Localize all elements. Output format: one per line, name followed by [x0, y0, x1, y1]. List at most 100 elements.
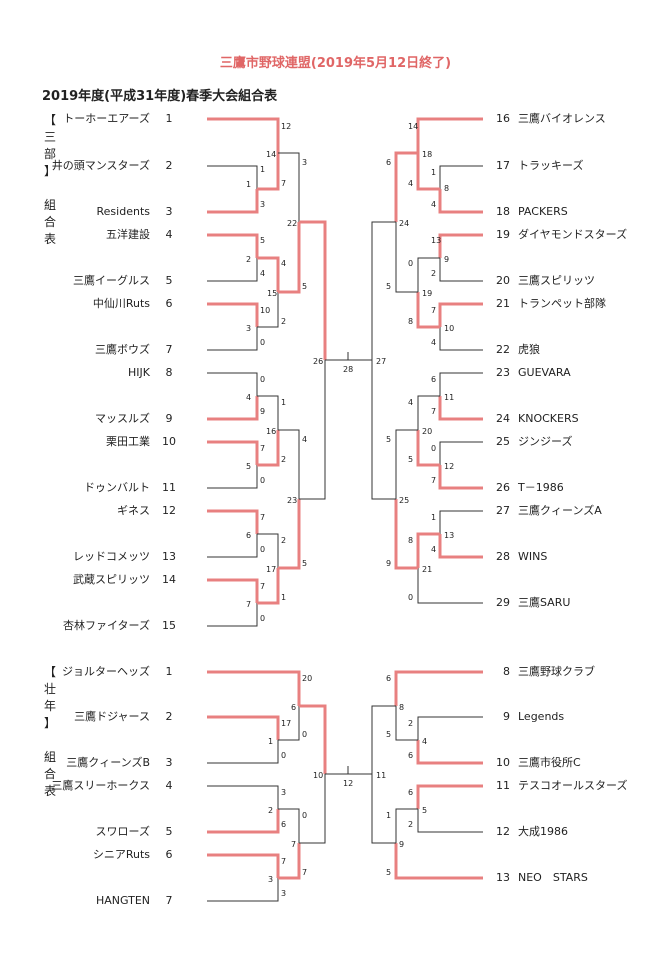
- team-name: 大成1986: [518, 825, 568, 838]
- team-name: ジョルターヘッズ: [62, 665, 150, 678]
- svg-text:7: 7: [260, 513, 265, 522]
- team-entry: 19 ダイヤモンドスターズ: [488, 228, 627, 242]
- team-name: スワローズ: [95, 825, 150, 838]
- team-name: 井の頭マンスターズ: [51, 159, 150, 172]
- svg-text:4: 4: [422, 737, 427, 746]
- team-name: ダイヤモンドスターズ: [518, 228, 628, 241]
- team-name: HANGTEN: [95, 894, 150, 907]
- svg-text:26: 26: [313, 357, 323, 366]
- team-name: 三鷹SARU: [518, 596, 571, 609]
- svg-text:12: 12: [444, 462, 454, 471]
- svg-text:5: 5: [302, 282, 307, 291]
- svg-text:4: 4: [260, 269, 265, 278]
- svg-text:9: 9: [260, 407, 265, 416]
- svg-text:3: 3: [260, 200, 265, 209]
- svg-text:7: 7: [302, 868, 307, 877]
- team-name: 五洋建設: [106, 228, 150, 241]
- svg-text:7: 7: [431, 407, 436, 416]
- team-number: 20: [496, 274, 510, 287]
- svg-text:1: 1: [281, 593, 286, 602]
- svg-text:13: 13: [431, 236, 441, 245]
- svg-text:17: 17: [281, 719, 291, 728]
- team-name: 三鷹イーグルス: [73, 274, 150, 287]
- team-name: KNOCKERS: [518, 412, 579, 425]
- svg-text:2: 2: [431, 269, 436, 278]
- team-name: 虎狼: [518, 343, 540, 356]
- svg-text:1: 1: [268, 737, 273, 746]
- team-number: 19: [496, 228, 510, 241]
- division-label-char: 表: [43, 232, 56, 246]
- team-name: 三鷹野球クラブ: [518, 665, 595, 678]
- svg-text:5: 5: [386, 282, 391, 291]
- division-label-char: 組: [43, 750, 56, 764]
- team-name: 武蔵スピリッツ: [73, 573, 150, 586]
- division-label-char: 合: [43, 767, 56, 781]
- division-label-char: 】: [43, 164, 56, 178]
- svg-text:1: 1: [260, 165, 265, 174]
- team-number: 27: [496, 504, 510, 517]
- svg-text:3: 3: [281, 788, 286, 797]
- svg-text:8: 8: [399, 703, 404, 712]
- svg-text:0: 0: [260, 375, 265, 384]
- team-number: 5: [165, 825, 173, 838]
- svg-text:7: 7: [246, 600, 251, 609]
- team-name: トランペット部隊: [518, 297, 606, 310]
- team-number: 16: [496, 112, 510, 125]
- svg-text:4: 4: [246, 393, 251, 402]
- svg-text:0: 0: [408, 593, 413, 602]
- svg-text:1: 1: [431, 168, 436, 177]
- team-name: シニアRuts: [92, 848, 150, 861]
- team-number: 18: [496, 205, 510, 218]
- svg-text:15: 15: [267, 289, 277, 298]
- svg-text:3: 3: [302, 158, 307, 167]
- team-number: 2: [165, 710, 173, 723]
- team-number: 11: [162, 481, 176, 494]
- team-number: 13: [162, 550, 176, 563]
- svg-text:24: 24: [399, 219, 409, 228]
- team-name: テスコオールスターズ: [518, 779, 628, 792]
- team-number: 3: [165, 756, 173, 769]
- svg-text:25: 25: [399, 496, 409, 505]
- division-label-char: 【: [43, 113, 56, 127]
- svg-text:4: 4: [431, 200, 436, 209]
- team-name: 杏林ファイターズ: [62, 619, 150, 632]
- svg-text:28: 28: [343, 365, 353, 374]
- team-entry: スワローズ 5: [20, 825, 180, 839]
- svg-text:27: 27: [376, 357, 386, 366]
- svg-text:5: 5: [408, 455, 413, 464]
- team-name: 栗田工業: [106, 435, 150, 448]
- page-title: 三鷹市野球連盟(2019年5月12日終了): [219, 56, 452, 71]
- svg-text:10: 10: [444, 324, 454, 333]
- svg-text:6: 6: [291, 703, 296, 712]
- svg-text:10: 10: [260, 306, 270, 315]
- svg-text:6: 6: [431, 375, 436, 384]
- team-number: 4: [165, 779, 173, 792]
- team-name: HIJK: [128, 366, 150, 379]
- team-name: マッスルズ: [95, 412, 150, 425]
- team-number: 4: [165, 228, 173, 241]
- team-name: T－1986: [518, 481, 564, 494]
- division-label-char: 年: [43, 699, 56, 713]
- svg-text:5: 5: [302, 559, 307, 568]
- svg-text:13: 13: [444, 531, 454, 540]
- team-number: 7: [165, 343, 173, 356]
- team-number: 21: [496, 297, 510, 310]
- division-label-char: 部: [43, 147, 56, 161]
